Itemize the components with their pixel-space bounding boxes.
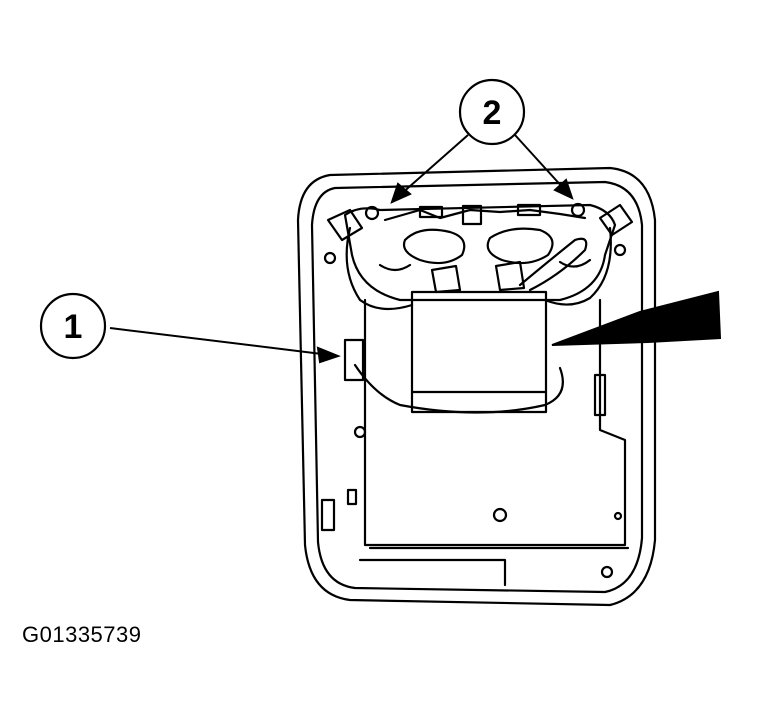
wire-upper-right: [543, 226, 612, 306]
lamp-detail-right: [558, 258, 592, 268]
callout-2-label: 2: [483, 94, 502, 132]
panel-hole-corner: [600, 565, 614, 579]
connector-item-1: [343, 338, 365, 382]
mount-hole-right: [613, 243, 627, 257]
screw-right: [570, 202, 586, 218]
wire-harness: [518, 237, 588, 292]
side-clip-right: [598, 203, 634, 237]
lamp-detail-left: [378, 263, 412, 272]
center-clip: [461, 204, 483, 226]
panel-hole-left: [353, 425, 367, 439]
callout-1: 1: [39, 292, 107, 360]
trim-step: [358, 558, 507, 587]
removal-direction-arrow: [551, 290, 722, 346]
console-housing-inner: [310, 180, 644, 594]
lens-left: [402, 228, 466, 265]
callout-2: 2: [458, 78, 526, 146]
bracket-tab-right: [516, 203, 542, 217]
mount-hole-left: [323, 251, 337, 265]
screw-left: [364, 205, 380, 221]
leader-arrowhead-2-left: [390, 182, 412, 204]
leader-line-1: [109, 327, 331, 356]
wire-upper-left: [345, 226, 414, 311]
leader-arrowhead-1: [316, 346, 341, 364]
lamp-housing: [343, 203, 617, 302]
connector-right: [494, 260, 526, 292]
leader-arrowhead-2-right: [553, 178, 574, 200]
bottom-panel: [363, 298, 627, 547]
side-slot-left: [320, 498, 336, 532]
console-housing-outer: [296, 166, 657, 607]
bracket-tab-left: [418, 205, 444, 219]
panel-hole-center: [492, 507, 508, 523]
lamp-bracket-top: [383, 208, 587, 222]
control-module: [410, 290, 548, 414]
leader-line-2-right: [514, 134, 566, 191]
connector-left: [430, 264, 462, 294]
side-tab-left: [346, 488, 358, 506]
side-clip-left: [326, 208, 364, 242]
lens-right: [486, 227, 554, 265]
small-tab-right: [613, 511, 623, 521]
leader-line-2-left: [399, 134, 469, 196]
figure-code: G01335739: [22, 622, 142, 647]
callout-1-label: 1: [64, 308, 83, 346]
wire-lower-loop: [353, 363, 564, 414]
side-slot-right: [593, 373, 607, 417]
